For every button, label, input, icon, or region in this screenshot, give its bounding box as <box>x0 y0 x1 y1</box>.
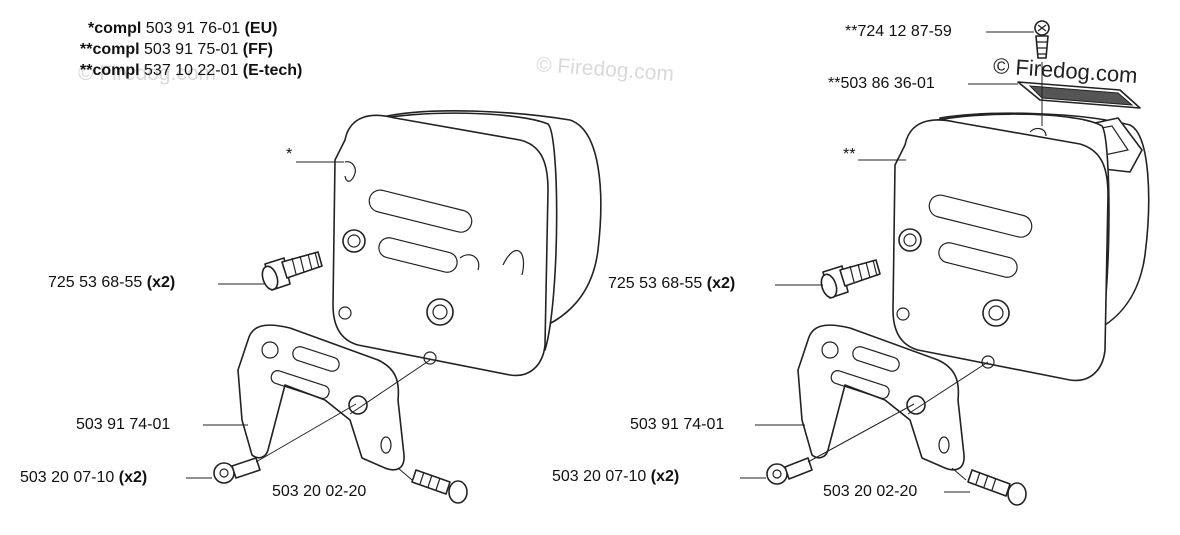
right-stud <box>967 469 1027 506</box>
left-muffler <box>332 110 602 377</box>
right-stud-guide <box>907 361 989 481</box>
left-bracket-label: 503 91 74-01 <box>76 416 171 433</box>
right-muffler-label: ** <box>843 146 856 163</box>
left-stud <box>411 469 468 504</box>
left-screw-label: 503 20 07-10 (x2) <box>20 469 148 486</box>
left-screw-guide <box>255 403 357 463</box>
right-screen-screw <box>1034 20 1050 59</box>
right-screw-label: 503 20 07-10 (x2) <box>552 468 680 485</box>
right-stud-label: 503 20 02-20 <box>823 483 918 500</box>
left-bolt-label: 725 53 68-55 (x2) <box>48 274 176 291</box>
left-stud-label: 503 20 02-20 <box>272 483 367 500</box>
left-bolt <box>261 251 323 291</box>
right-bolt-label: 725 53 68-55 (x2) <box>608 275 736 292</box>
header-line-3: **compl 537 10 22-01 (E-tech) <box>80 62 303 79</box>
right-screw-guide <box>807 403 915 463</box>
left-stud-guide <box>349 359 431 481</box>
watermark-left: © Firedog.com <box>78 62 217 85</box>
right-muffler <box>892 112 1150 382</box>
left-screw <box>213 457 261 484</box>
right-bracket <box>797 324 965 471</box>
left-bracket <box>237 324 405 471</box>
right-spark-screen-label: **503 86 36-01 <box>828 75 935 92</box>
right-bolt <box>820 259 881 299</box>
right-screen-screw-label: **724 12 87-59 <box>845 23 952 40</box>
right-spark-screen <box>1017 81 1141 109</box>
right-bracket-label: 503 91 74-01 <box>630 416 725 433</box>
right-screw <box>766 457 813 485</box>
left-muffler-label: * <box>286 146 293 163</box>
header-line-2: **compl 503 91 75-01 (FF) <box>80 41 273 58</box>
header-line-1: *compl 503 91 76-01 (EU) <box>88 20 278 37</box>
